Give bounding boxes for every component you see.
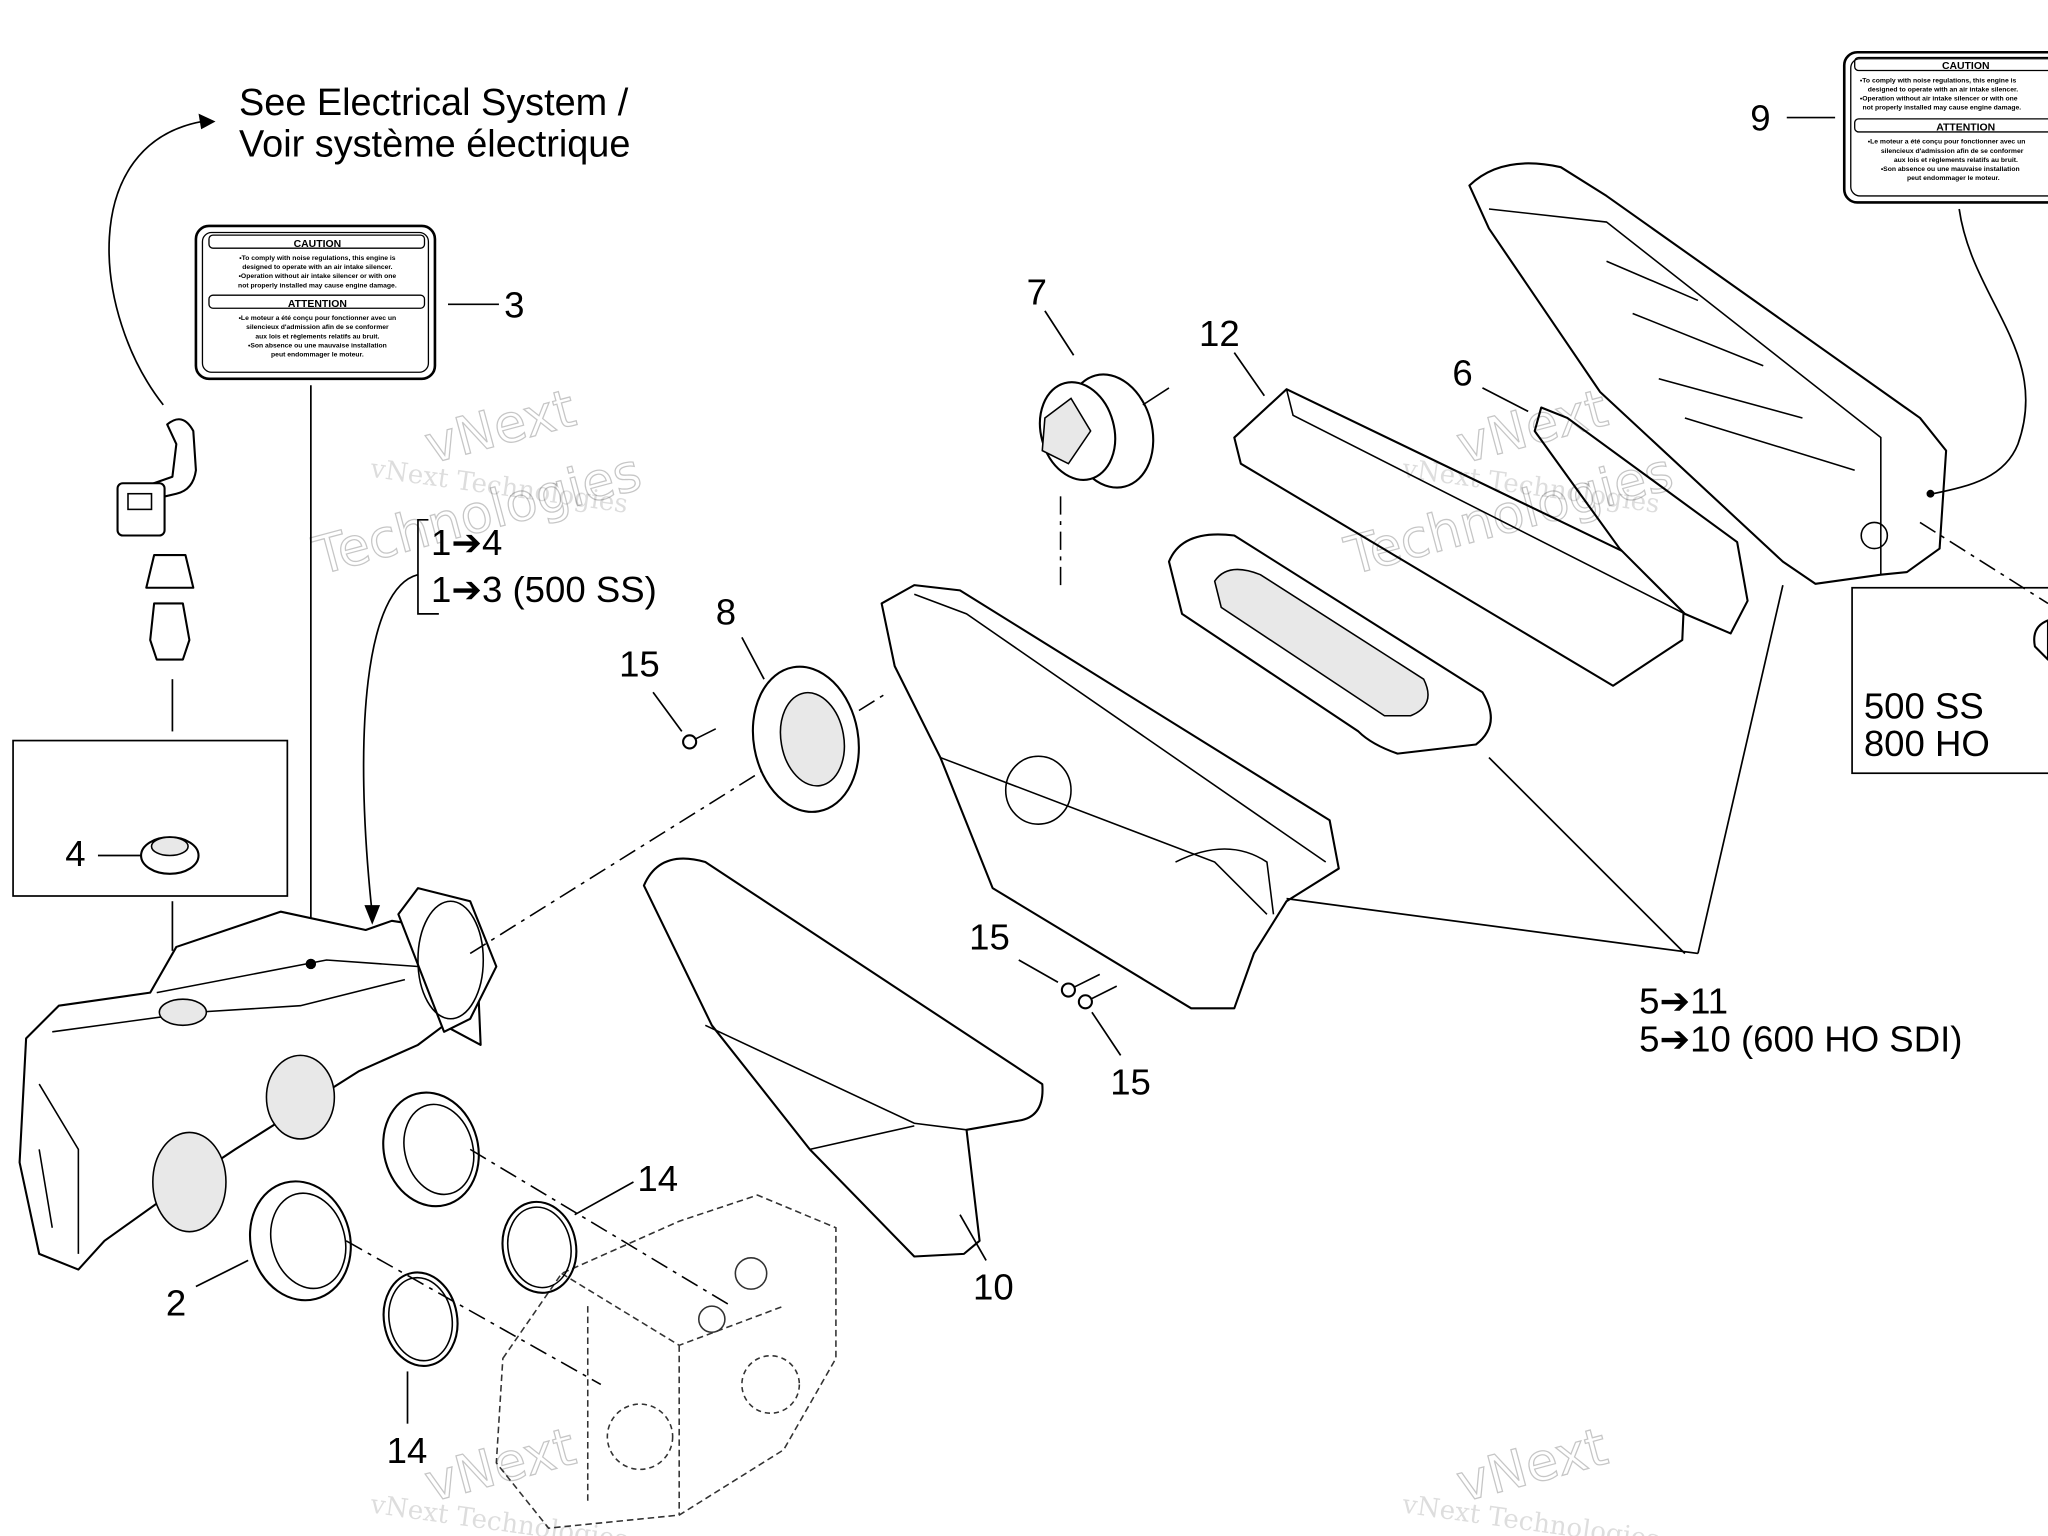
part-8-ring [751, 665, 860, 813]
svg-text:•Son absence ou une mauvaise i: •Son absence ou une mauvaise installatio… [248, 342, 387, 349]
svg-text:•Son absence ou une mauvaise i: •Son absence ou une mauvaise installatio… [1881, 166, 2020, 173]
svg-text:peut endommager le moteur.: peut endommager le moteur. [1907, 175, 2000, 182]
part-6-foam [1533, 406, 1749, 635]
range-note-5a: 5➔11 [1639, 981, 1728, 1022]
svg-text:designed to operate with an ai: designed to operate with an air intake s… [242, 264, 392, 271]
svg-text:silencieux d'admission afin de: silencieux d'admission afin de se confor… [246, 324, 389, 331]
callout-14-b: 14 [387, 1430, 428, 1471]
part-5-housing [880, 584, 1340, 1010]
svg-text:aux lois et règlements relatif: aux lois et règlements relatifs au bruit… [1894, 157, 2018, 164]
electrical-arrow [108, 120, 203, 406]
callout-12: 12 [1199, 313, 1240, 354]
part-14-clamps [382, 1200, 578, 1367]
svg-text:ATTENTION: ATTENTION [1936, 123, 1995, 134]
svg-text:•Operation without air intake: •Operation without air intake silencer o… [239, 273, 397, 280]
model-box [1851, 586, 2048, 775]
part-2-sleeves [248, 1091, 480, 1302]
range-note-5b: 5➔10 (600 HO SDI) [1639, 1018, 1962, 1059]
part-15-screw-b [1060, 973, 1118, 1010]
callout-4: 4 [65, 833, 85, 874]
svg-text:vNext: vNext [1451, 1417, 1614, 1514]
callout-6: 6 [1452, 352, 1472, 393]
svg-text:•Le moteur a été conçu pour fo: •Le moteur a été conçu pour fonctionner … [1868, 139, 2026, 146]
svg-text:CAUTION: CAUTION [294, 239, 342, 250]
svg-text:•To comply with noise regulati: •To comply with noise regulations, this … [1860, 77, 2017, 84]
callout-9: 9 [1750, 98, 1770, 139]
range-bracket [417, 518, 439, 615]
callout-10: 10 [973, 1267, 1014, 1308]
svg-text:CAUTION: CAUTION [1942, 61, 1990, 72]
model-500ss: 500 SS [1864, 685, 1984, 726]
part-15-screw-a [682, 728, 717, 750]
arrow-head-icon [198, 113, 216, 130]
callout-14-a: 14 [637, 1158, 678, 1199]
part-12-filter [1233, 388, 1686, 687]
svg-text:•Operation without air intake: •Operation without air intake silencer o… [1860, 96, 2018, 103]
callout-15-b: 15 [969, 917, 1010, 958]
part-9-silencer [1468, 162, 1948, 585]
part-4-box [12, 739, 289, 897]
svg-text:designed to operate with an ai: designed to operate with an air intake s… [1868, 86, 2018, 93]
sensor-hose-assembly [116, 418, 197, 732]
callout-15-c: 15 [1110, 1062, 1151, 1103]
callout-2: 2 [166, 1282, 186, 1323]
callout-7: 7 [1027, 271, 1047, 312]
svg-text:peut endommager le moteur.: peut endommager le moteur. [271, 352, 364, 359]
caution-label-3: CAUTION •To comply with noise regulation… [194, 224, 437, 381]
svg-text:ATTENTION: ATTENTION [288, 299, 347, 310]
part-7-adapter [1038, 373, 1170, 489]
svg-text:vNext: vNext [419, 1417, 582, 1514]
svg-text:•To comply with noise regulati: •To comply with noise regulations, this … [239, 255, 396, 262]
range-note-1b: 1➔3 (500 SS) [431, 569, 657, 610]
svg-text:not properly installed may cau: not properly installed may cause engine … [238, 282, 397, 289]
part-1-airbox [18, 887, 498, 1271]
svg-text:not properly installed may cau: not properly installed may cause engine … [1863, 105, 2022, 112]
range-note-1a: 1➔4 [431, 522, 502, 563]
electrical-note-line2: Voir système électrique [239, 124, 630, 166]
callout-3: 3 [504, 284, 524, 325]
callout-8: 8 [716, 591, 736, 632]
arrow-head-icon [364, 905, 381, 925]
engine-phantom [495, 1194, 837, 1529]
part-11-tray [1167, 533, 1492, 755]
part-4-grommet [140, 836, 200, 875]
callout-15-a: 15 [619, 644, 660, 685]
svg-text:•Le moteur a été conçu pour fo: •Le moteur a été conçu pour fonctionner … [239, 315, 397, 322]
svg-text:silencieux d'admission afin de: silencieux d'admission afin de se confor… [1881, 148, 2024, 155]
model-800ho: 800 HO [1864, 723, 1990, 764]
svg-text:aux lois et règlements relatif: aux lois et règlements relatifs au bruit… [255, 333, 379, 340]
electrical-note-line1: See Electrical System / [239, 82, 629, 124]
caution-label-9: CAUTION •To comply with noise regulation… [1842, 50, 2048, 204]
